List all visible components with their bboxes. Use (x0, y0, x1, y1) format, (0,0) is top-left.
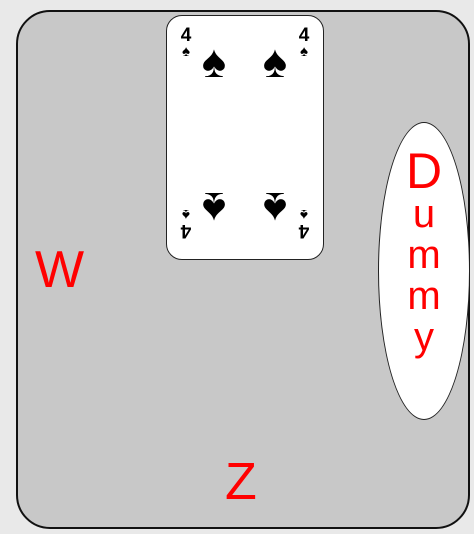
dummy-letter: m (379, 276, 469, 317)
spade-pip-icon: ♠ (191, 186, 237, 232)
played-card-four-of-spades[interactable]: 4 ♠ 4 ♠ 4 ♠ 4 ♠ ♠ ♠ ♠ ♠ (166, 15, 324, 260)
south-seat-label: Z (225, 456, 257, 508)
card-corner-bottom-right: 4 ♠ (296, 207, 312, 240)
card-rank: 4 (181, 220, 192, 241)
card-corner-top-right: 4 ♠ (296, 26, 312, 59)
card-corner-suit-icon: ♠ (296, 207, 312, 221)
card-rank: 4 (299, 220, 310, 241)
dummy-seat-label: D u m m y (379, 148, 469, 358)
dummy-seat-oval[interactable]: D u m m y (378, 122, 470, 420)
spade-pip-icon: ♠ (191, 38, 237, 84)
card-corner-suit-icon: ♠ (296, 45, 312, 59)
dummy-letter: D (379, 148, 469, 194)
dummy-letter: y (379, 317, 469, 358)
spade-pip-icon: ♠ (252, 38, 298, 84)
spade-pip-icon: ♠ (252, 186, 298, 232)
dummy-letter: m (379, 235, 469, 276)
dummy-letter: u (379, 194, 469, 235)
west-seat-label: W (35, 244, 84, 296)
